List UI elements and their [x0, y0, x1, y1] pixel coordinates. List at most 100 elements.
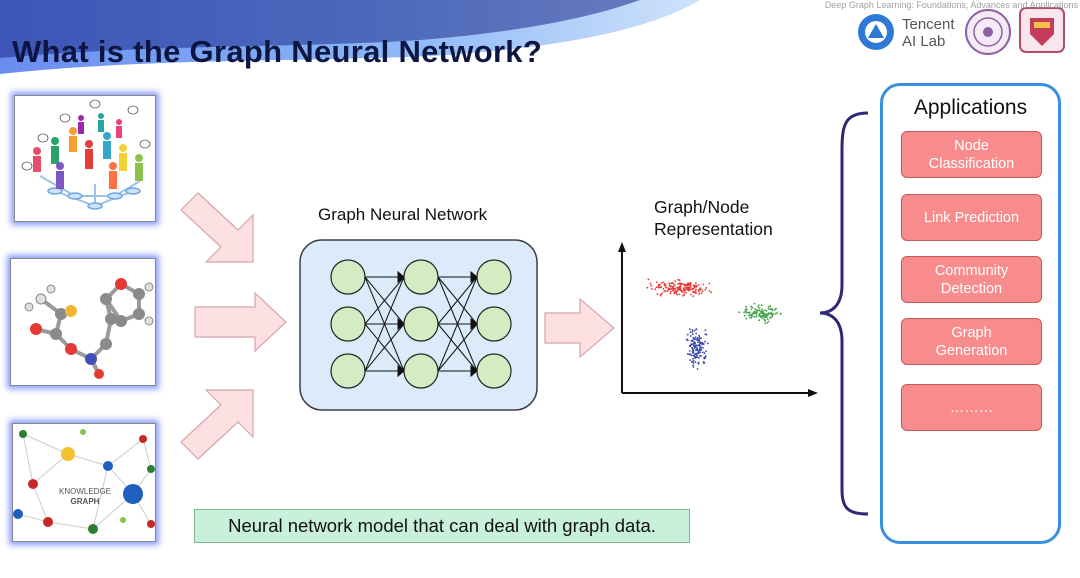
scatter-point: [776, 312, 779, 314]
scatter-point: [761, 308, 763, 311]
scatter-point: [760, 304, 763, 307]
app-community-detection-line1: Community: [934, 262, 1009, 279]
scatter-point: [770, 311, 773, 314]
nn-edge-arrowhead: [470, 270, 478, 284]
scatter-point: [676, 286, 678, 289]
scatter-point: [744, 308, 747, 311]
scatter-point: [694, 290, 697, 292]
scatter-point: [763, 318, 766, 321]
applications-title: Applications: [913, 96, 1028, 119]
scatter-point: [702, 347, 704, 349]
scatter-point: [702, 361, 705, 363]
scatter-point: [662, 287, 665, 290]
scatter-point: [689, 353, 691, 356]
scatter-point: [670, 285, 673, 287]
scatter-point: [767, 307, 770, 310]
scatter-point: [689, 281, 692, 284]
scatter-point: [664, 286, 667, 288]
nn-edge-arrowhead: [470, 317, 478, 331]
scatter-point: [692, 358, 694, 360]
scatter-point: [774, 308, 776, 311]
scatter-point: [751, 312, 754, 315]
output-arrow: [544, 297, 615, 359]
scatter-point: [763, 316, 765, 319]
app-more-label: ………: [949, 399, 994, 416]
scatter-point: [695, 328, 698, 330]
nn-edge: [437, 276, 478, 372]
scatter-point: [683, 293, 686, 296]
social-network-illustration: [15, 96, 155, 221]
scatter-point: [695, 285, 698, 288]
scatter-point: [663, 282, 666, 285]
tencent-ai-lab-label: Tencent AI Lab: [902, 16, 955, 50]
scatter-point: [767, 320, 770, 323]
scatter-point: [705, 333, 708, 336]
scatter-point: [650, 288, 653, 290]
gnn-label: Graph Neural Network: [318, 205, 488, 224]
scatter-point: [749, 316, 751, 319]
scatter-point: [758, 312, 761, 315]
tencent-label-line2: AI Lab: [902, 33, 946, 50]
scatter-point: [685, 287, 688, 290]
scatter-point: [687, 286, 689, 288]
nn-node: [403, 306, 439, 342]
scatter-point: [685, 291, 688, 294]
scatter-point: [690, 339, 693, 342]
scatter-point: [689, 344, 692, 347]
scatter-point: [673, 291, 676, 293]
scatter-point: [701, 341, 703, 344]
scatter-point: [684, 288, 686, 291]
header-banner-accent: [0, 0, 640, 58]
nn-node: [330, 353, 366, 389]
scatter-point: [775, 307, 777, 310]
nn-edge: [437, 323, 478, 372]
scatter-point: [676, 293, 679, 296]
scatter-point: [696, 354, 698, 357]
scatter-point: [691, 330, 694, 333]
scatter-point: [681, 283, 684, 286]
scatter-point: [694, 336, 697, 339]
scatter-point: [660, 286, 663, 289]
scatter-point: [753, 302, 756, 305]
scatter-point: [675, 291, 677, 294]
scatter-point: [750, 316, 753, 319]
scatter-point: [704, 340, 706, 343]
scatter-point: [746, 311, 749, 314]
scatter-point: [689, 335, 692, 337]
scatter-point: [705, 350, 707, 353]
scatter-point: [689, 331, 692, 334]
nn-node: [476, 306, 512, 342]
scatter-point: [692, 359, 695, 362]
scatter-point: [770, 316, 772, 319]
scatter-point: [761, 317, 764, 320]
scatter-point: [701, 343, 703, 346]
scatter-point: [694, 346, 697, 349]
scatter-point: [654, 288, 657, 291]
scatter-point: [754, 308, 756, 311]
scatter-point: [683, 291, 685, 294]
scatter-point: [658, 286, 661, 289]
scatter-point: [754, 312, 756, 315]
representation-label: Graph/Node Representation: [654, 196, 773, 240]
scatter-point: [757, 315, 760, 317]
scatter-point: [691, 288, 693, 290]
scatter-point: [699, 342, 702, 345]
scatter-point: [692, 366, 695, 368]
scatter-point: [769, 313, 772, 315]
scatter-point: [649, 282, 652, 285]
nn-edge: [364, 276, 405, 372]
nn-node: [476, 353, 512, 389]
scatter-point: [695, 282, 697, 285]
scatter-point: [710, 291, 713, 294]
scatter-point: [656, 281, 658, 284]
university-seal-1: [965, 9, 1011, 55]
scatter-point: [698, 290, 700, 293]
scatter-point: [692, 362, 695, 364]
scatter-point: [698, 338, 701, 340]
scatter-point: [693, 337, 696, 340]
scatter-point: [698, 293, 700, 295]
scatter-point: [766, 321, 768, 324]
